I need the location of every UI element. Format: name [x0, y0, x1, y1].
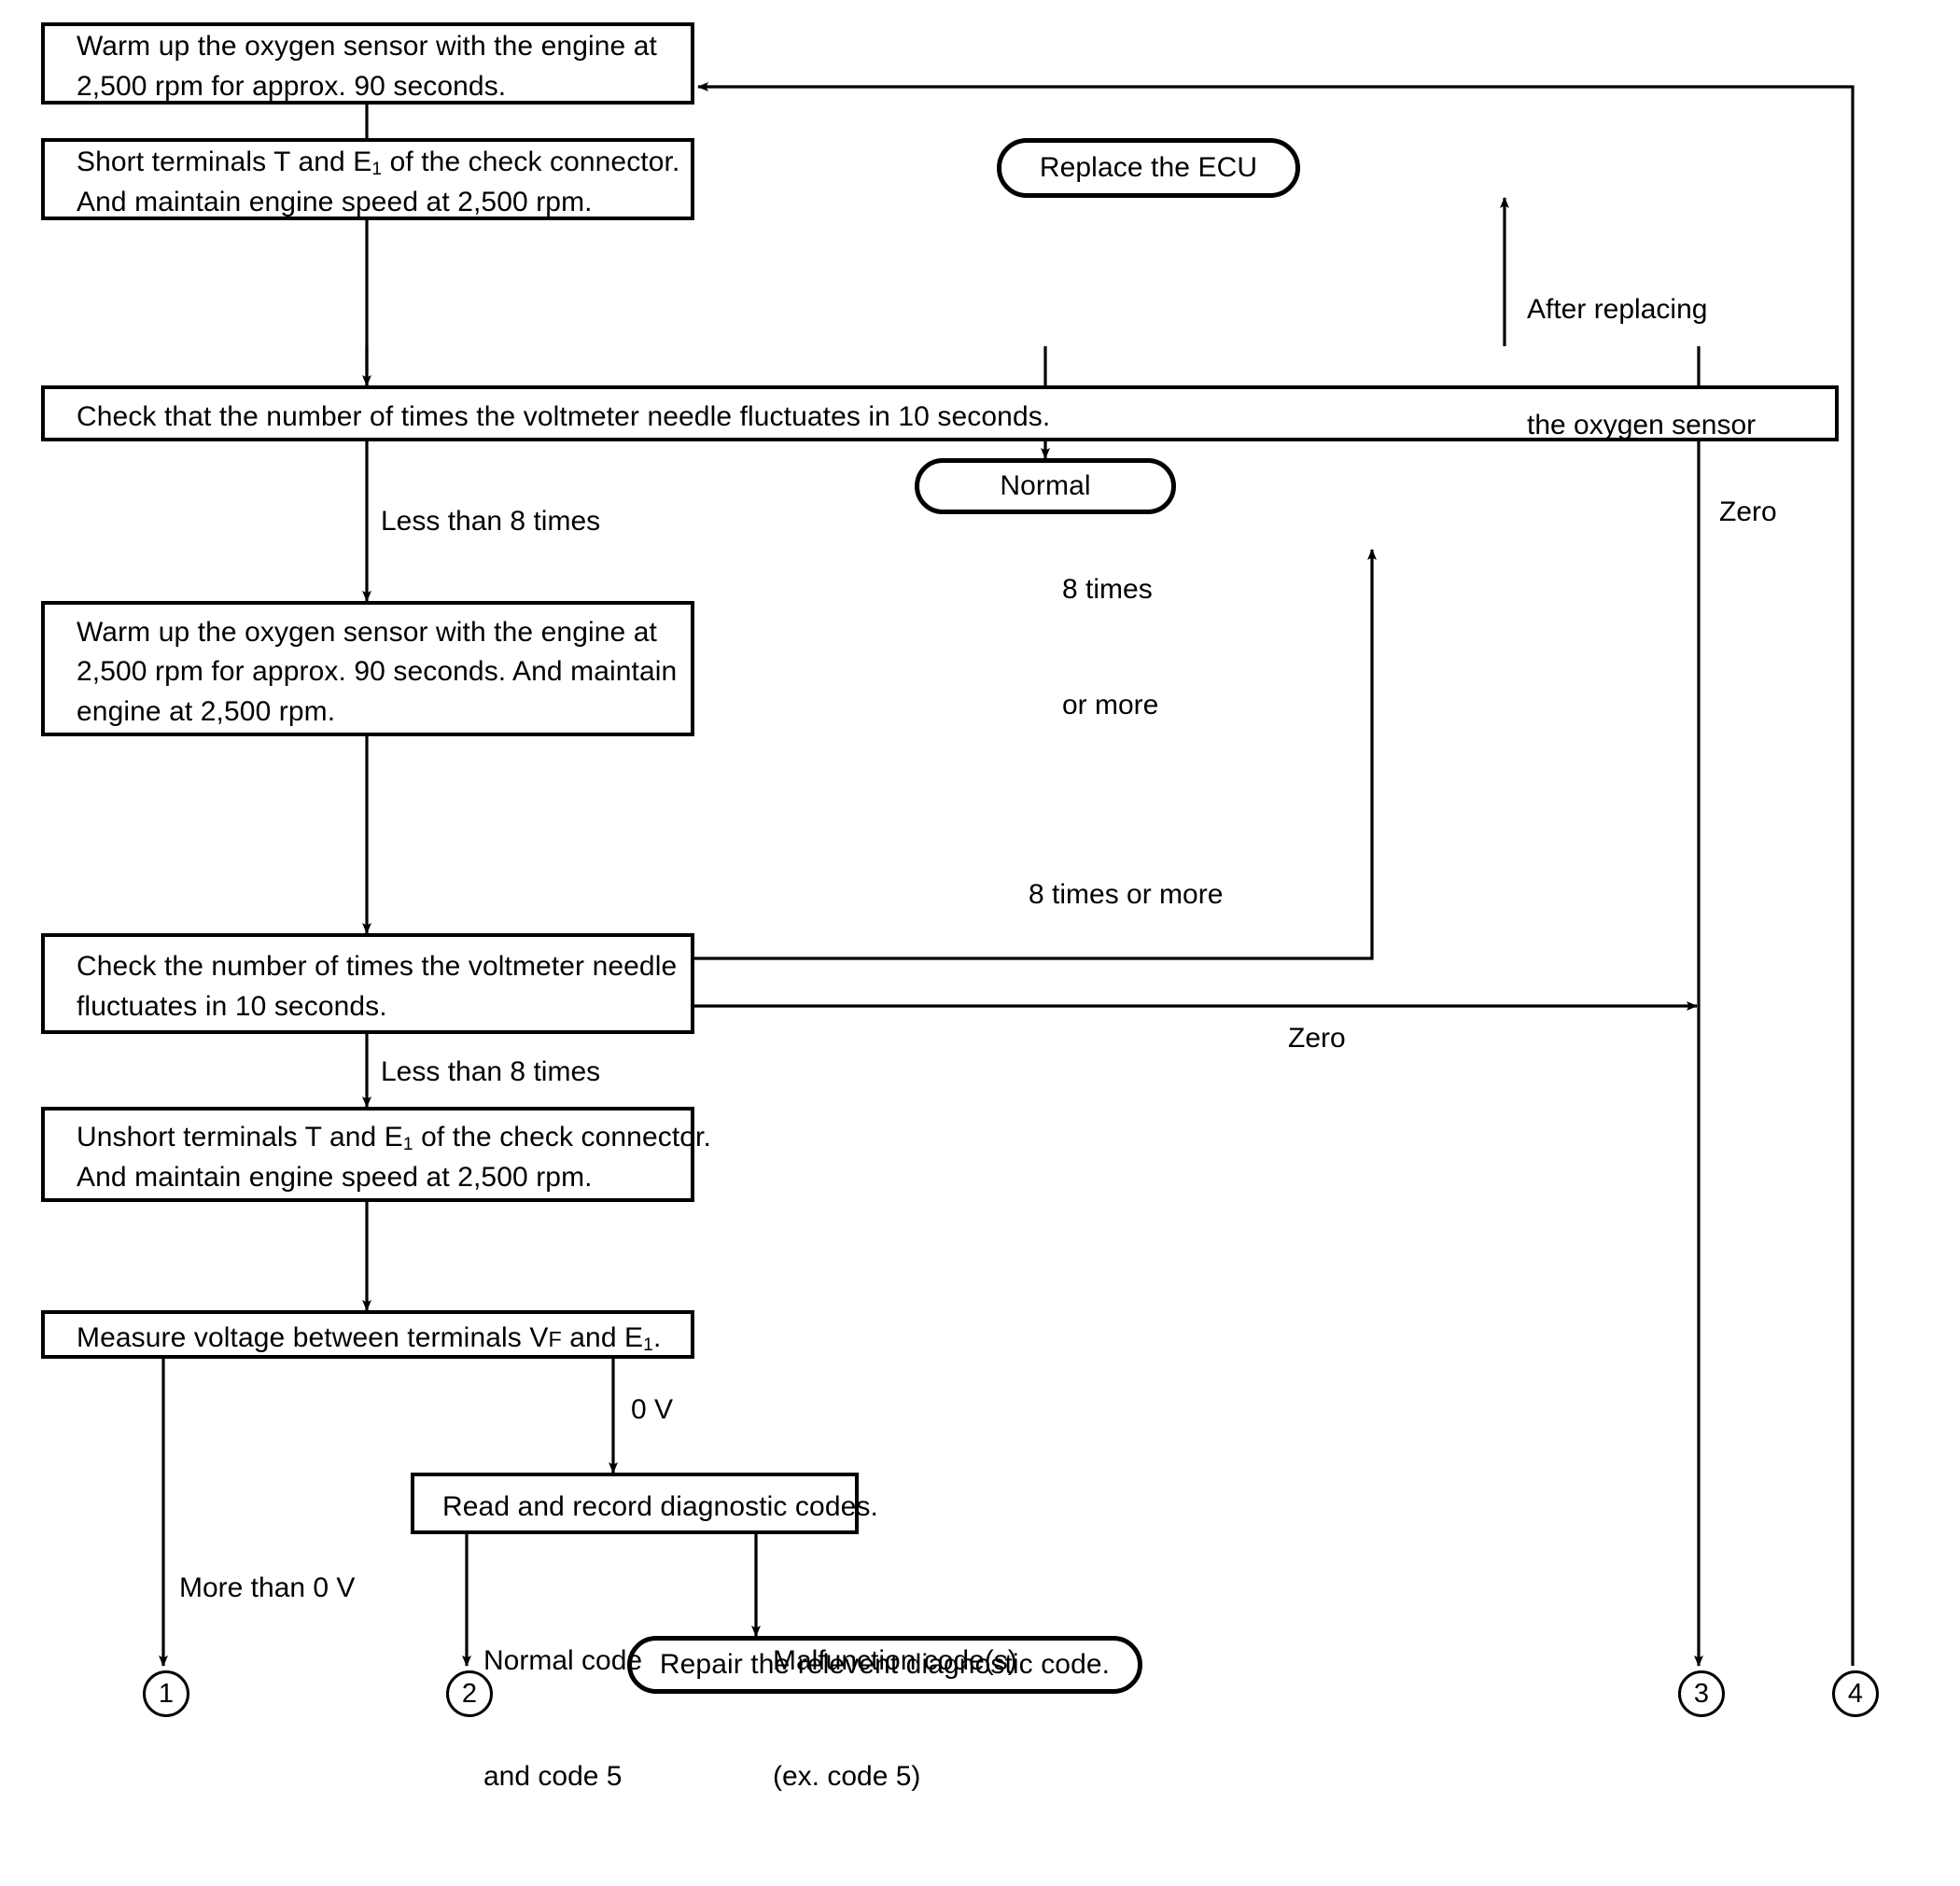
node-check-number[interactable]: Check the number of times the voltmeter …	[41, 933, 694, 1034]
label-less-than-8-times-a: Less than 8 times	[381, 506, 601, 537]
label-8-times-line2: or more	[1062, 689, 1159, 720]
node-read-record-text: Read and record diagnostic codes.	[414, 1476, 883, 1538]
label-after-replacing: After replacing the oxygen sensor	[1527, 213, 1756, 522]
unshort-line1-subscript: 1	[402, 1135, 413, 1155]
node-unshort-terminals-text: Unshort terminals T and E1 of the check …	[45, 1111, 722, 1206]
node-warm-up-1-line1: Warm up the oxygen sensor with the engin…	[77, 31, 657, 63]
node-warm-up-2-line1: Warm up the oxygen sensor with the engin…	[77, 616, 657, 648]
node-check-number-text: Check the number of times the voltmeter …	[45, 937, 722, 1038]
node-warm-up-2-line2: 2,500 rpm for approx. 90 seconds. And ma…	[77, 656, 678, 688]
node-unshort-terminals[interactable]: Unshort terminals T and E1 of the check …	[41, 1107, 711, 1202]
label-more-than-0v: More than 0 V	[179, 1572, 356, 1603]
connector-circle-4[interactable]: 4	[1832, 1670, 1879, 1717]
node-short-terminals-line1: Short terminals T and E1 of the check co…	[77, 143, 679, 183]
connector-circle-1[interactable]: 1	[143, 1670, 189, 1717]
label-8-times-or-more-inline: 8 times or more	[1029, 879, 1224, 910]
measure-text-a: Measure voltage between terminals V	[77, 1321, 549, 1353]
node-read-record[interactable]: Read and record diagnostic codes.	[411, 1473, 878, 1534]
edge-4-back-to-warmup1	[697, 82, 1855, 1666]
node-measure-voltage-text: Measure voltage between terminals VF and…	[45, 1314, 722, 1362]
node-check-that-number[interactable]: Check that the number of times the voltm…	[41, 385, 1839, 441]
node-normal[interactable]: Normal	[915, 458, 1176, 514]
node-short-terminals-line2: And maintain engine speed at 2,500 rpm.	[77, 187, 593, 217]
node-replace-ecu-label: Replace the ECU	[1039, 151, 1258, 183]
label-malfunction-code: Malfunction code(s) (ex. code 5)	[773, 1564, 1017, 1873]
label-less-than-8-times-b: Less than 8 times	[381, 1056, 601, 1087]
short-line1-subscript: 1	[371, 160, 383, 180]
node-warm-up-2-text: Warm up the oxygen sensor with the engin…	[45, 605, 722, 740]
label-normal-code-line2: and code 5	[483, 1760, 623, 1792]
unshort-line1-a: Unshort terminals T and E	[77, 1122, 403, 1153]
connector-circle-4-label: 4	[1847, 1678, 1864, 1709]
node-short-terminals[interactable]: Short terminals T and E1 of the check co…	[41, 138, 694, 220]
node-read-record-line1: Read and record diagnostic codes.	[442, 1490, 878, 1522]
measure-text-c: .	[652, 1321, 662, 1353]
node-repair-code-label: Repair the relevent diagnostic code.	[659, 1648, 1111, 1680]
connector-circle-2[interactable]: 2	[446, 1670, 493, 1717]
node-check-number-line2: fluctuates in 10 seconds.	[77, 991, 387, 1022]
label-8-times-or-more-stacked: 8 times or more	[1062, 493, 1158, 802]
node-short-terminals-text: Short terminals T and E1 of the check co…	[45, 142, 722, 224]
node-warm-up-1[interactable]: Warm up the oxygen sensor with the engin…	[41, 22, 694, 105]
node-check-that-number-text: Check that the number of times the voltm…	[45, 389, 1867, 445]
label-zero-right-top: Zero	[1719, 496, 1777, 527]
node-unshort-line2: And maintain engine speed at 2,500 rpm.	[77, 1162, 593, 1193]
short-line1-a: Short terminals T and E	[77, 147, 372, 178]
connector-circle-2-label: 2	[461, 1678, 478, 1709]
node-normal-label: Normal	[1000, 469, 1091, 501]
label-after-replacing-line2: the oxygen sensor	[1527, 409, 1757, 440]
label-0-volts: 0 V	[631, 1394, 674, 1425]
label-malfunction-code-line2: (ex. code 5)	[773, 1760, 921, 1792]
node-replace-ecu[interactable]: Replace the ECU	[997, 138, 1300, 198]
label-malfunction-code-line1: Malfunction code(s)	[773, 1644, 1017, 1676]
node-normal-text: Normal	[919, 463, 1171, 510]
node-replace-ecu-text: Replace the ECU	[1001, 143, 1295, 193]
connector-circle-1-label: 1	[158, 1678, 175, 1709]
measure-subscript-1: 1	[643, 1334, 653, 1355]
node-repair-code[interactable]: Repair the relevent diagnostic code.	[627, 1636, 1142, 1694]
node-warm-up-1-text: Warm up the oxygen sensor with the engin…	[45, 26, 722, 108]
node-check-that-number-line1: Check that the number of times the voltm…	[77, 400, 1051, 432]
edge-check2-8ormore-to-normal	[693, 549, 1377, 960]
node-repair-code-text: Repair the relevent diagnostic code.	[632, 1641, 1138, 1689]
node-check-number-line1: Check the number of times the voltmeter …	[77, 951, 678, 983]
label-8-times-line1: 8 times	[1062, 573, 1153, 605]
measure-text-b: and E	[561, 1321, 644, 1353]
measure-subscript-f: F	[548, 1326, 562, 1351]
node-warm-up-1-line2: 2,500 rpm for approx. 90 seconds.	[77, 71, 507, 102]
node-warm-up-2-line3: engine at 2,500 rpm.	[77, 695, 336, 727]
unshort-line1-b: of the check connector.	[413, 1122, 711, 1153]
short-line1-b: of the check connector.	[382, 147, 680, 178]
label-zero-inline: Zero	[1288, 1023, 1346, 1054]
connector-circle-3[interactable]: 3	[1678, 1670, 1725, 1717]
node-unshort-line1: Unshort terminals T and E1 of the check …	[77, 1118, 711, 1158]
label-after-replacing-line1: After replacing	[1527, 293, 1708, 325]
node-measure-voltage[interactable]: Measure voltage between terminals VF and…	[41, 1310, 694, 1359]
node-warm-up-2[interactable]: Warm up the oxygen sensor with the engin…	[41, 601, 694, 736]
node-measure-voltage-line1: Measure voltage between terminals VF and…	[77, 1319, 661, 1359]
label-normal-code-line1: Normal code	[483, 1644, 643, 1676]
connector-circle-3-label: 3	[1693, 1678, 1710, 1709]
label-normal-code: Normal code and code 5	[483, 1564, 642, 1873]
